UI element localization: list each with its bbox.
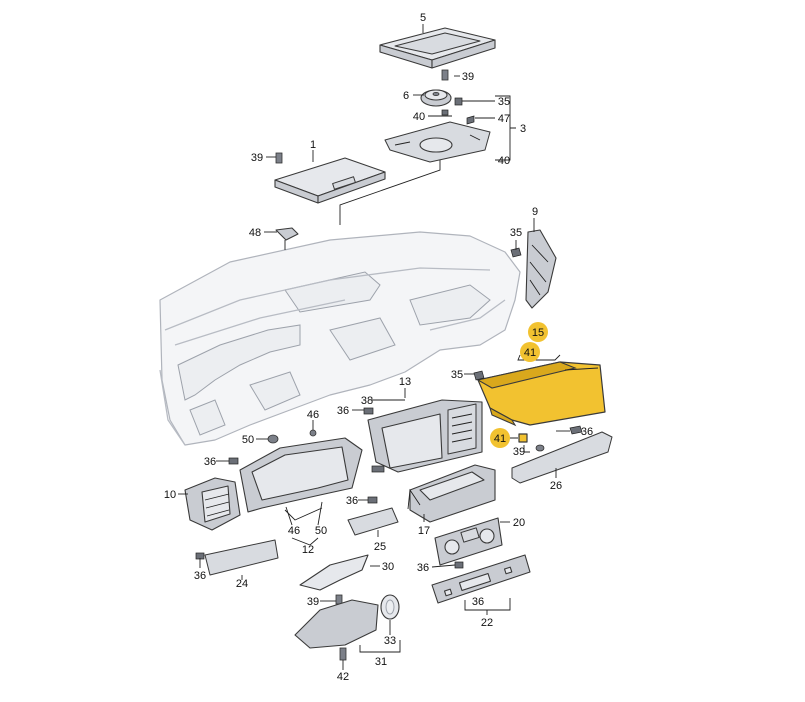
callout-20: 20	[513, 517, 525, 529]
part-26-trim	[511, 431, 613, 484]
callout-39-top: 39	[462, 71, 474, 83]
callout-50-left: 50	[242, 434, 254, 446]
screw-39-right	[535, 444, 545, 452]
callout-46-bottom: 46	[288, 525, 300, 537]
clip-36-center	[363, 407, 374, 415]
callout-36-panel: 36	[417, 562, 429, 574]
callout-35-right: 35	[510, 227, 522, 239]
callout-15: 15	[532, 327, 544, 339]
screw-39-left	[275, 152, 283, 164]
callout-12: 12	[302, 544, 314, 556]
part-17-frame	[409, 464, 496, 523]
badge-15	[528, 322, 548, 342]
callout-24: 24	[236, 578, 248, 590]
callout-35-top: 35	[498, 96, 510, 108]
callout-36-left: 36	[204, 456, 216, 468]
callout-3: 3	[520, 123, 526, 135]
callout-35-glove: 35	[451, 369, 463, 381]
part-25-cover	[347, 507, 399, 536]
part-5-cover	[379, 27, 496, 69]
callout-42: 42	[337, 671, 349, 683]
clip-35-glove	[473, 370, 485, 381]
part-1-lid	[274, 157, 386, 204]
callout-39-right: 39	[513, 446, 525, 458]
part-20-climate-panel	[434, 517, 503, 566]
part-6-speaker	[420, 89, 452, 107]
clip-41-lower	[518, 433, 528, 443]
badge-41-lower	[490, 428, 510, 448]
callout-47: 47	[498, 113, 510, 125]
clip-47	[466, 115, 475, 125]
callout-17: 17	[418, 525, 430, 537]
part-22-switch-panel	[431, 554, 531, 604]
screw-42	[339, 647, 347, 661]
callout-48: 48	[249, 227, 261, 239]
callout-46-top: 46	[307, 409, 319, 421]
callout-1: 1	[310, 139, 316, 151]
part-13-center-bezel	[367, 399, 483, 473]
callout-38: 38	[361, 395, 373, 407]
part-48-sensor	[275, 227, 299, 241]
part-24-trim	[204, 539, 279, 576]
callout-6: 6	[403, 90, 409, 102]
dashboard-carrier	[159, 231, 521, 446]
callout-30: 30	[382, 561, 394, 573]
callout-26: 26	[550, 480, 562, 492]
callout-31: 31	[375, 656, 387, 668]
clip-46-left	[309, 429, 317, 437]
part-9-side-trim	[525, 229, 557, 309]
callout-33: 33	[384, 635, 396, 647]
part-10-vent	[184, 477, 241, 531]
callout-36-bottom: 36	[472, 596, 484, 608]
badge-41-top	[520, 342, 540, 362]
callout-22: 22	[481, 617, 493, 629]
clip-36-right	[569, 425, 583, 435]
part-15-glovebox	[476, 361, 606, 427]
callout-36-mid: 36	[346, 495, 358, 507]
callout-5: 5	[420, 12, 426, 24]
clip-40-top	[441, 109, 449, 116]
part-33-ring	[380, 594, 400, 620]
callout-39-shroud: 39	[307, 596, 319, 608]
callout-10: 10	[164, 489, 176, 501]
clip-35-top	[454, 97, 463, 106]
part-30-shroud-upper	[299, 554, 369, 591]
callout-labels: 5 39 6 35 40 47 3 40 1 39 48 9 35 15 41 …	[164, 12, 593, 683]
clip-50-center	[267, 434, 279, 444]
clip-36-left	[228, 457, 239, 465]
part-12-cluster-trim	[239, 437, 363, 521]
callout-13: 13	[399, 376, 411, 388]
callout-36-center: 36	[337, 405, 349, 417]
callout-39-left: 39	[251, 152, 263, 164]
callout-40-right: 40	[498, 155, 510, 167]
callout-25: 25	[374, 541, 386, 553]
part-31-shroud-lower	[294, 599, 379, 649]
screw-39-top	[441, 69, 449, 81]
callout-36-right: 36	[581, 426, 593, 438]
callout-36-lower-left: 36	[194, 570, 206, 582]
clip-36-panel	[454, 561, 464, 569]
clip-36-mid	[367, 496, 378, 504]
callout-41-lower: 41	[494, 433, 506, 445]
part-3-bracket	[384, 121, 491, 163]
clip-46-center	[371, 465, 385, 473]
callout-40-top: 40	[413, 111, 425, 123]
callout-9: 9	[532, 206, 538, 218]
callout-50-bottom: 50	[315, 525, 327, 537]
screw-39-shroud	[335, 594, 343, 605]
callout-41-top: 41	[524, 347, 536, 359]
